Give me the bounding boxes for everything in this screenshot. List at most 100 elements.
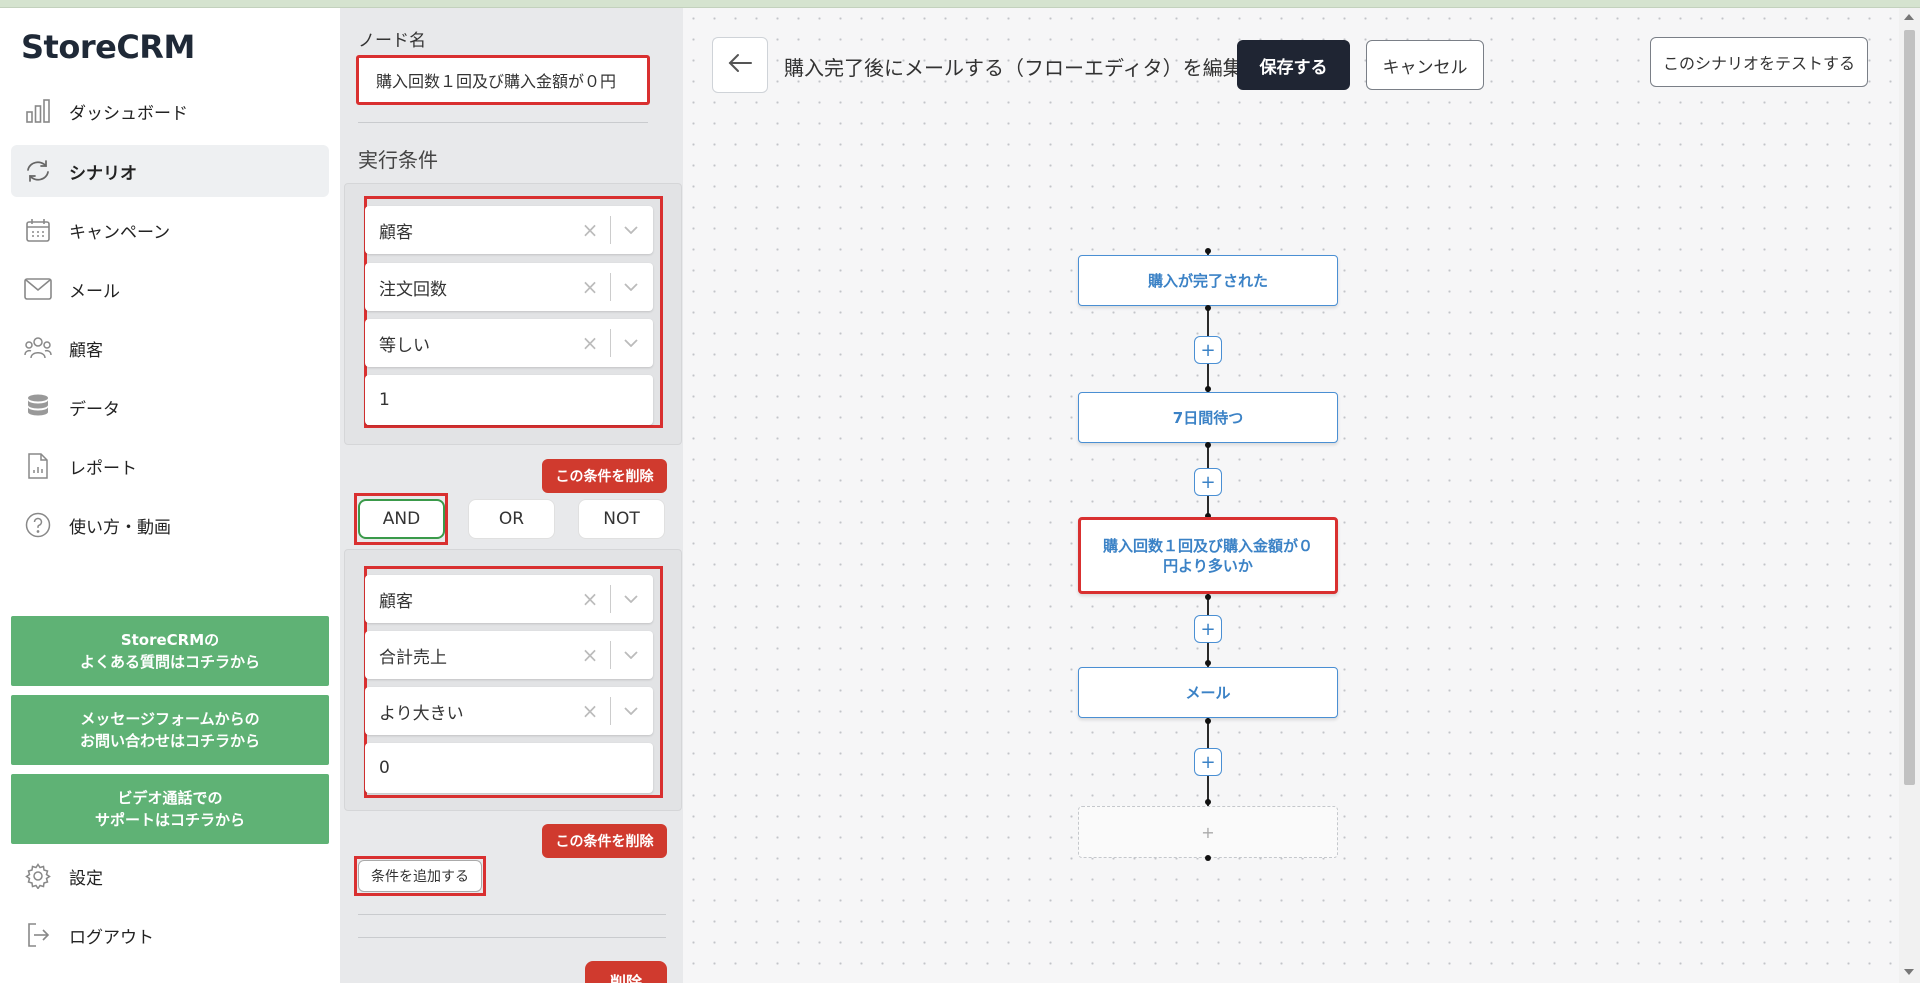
back-button[interactable] — [712, 37, 768, 93]
arrow-left-icon — [727, 53, 753, 77]
flow-node-condition[interactable]: 購入回数１回及び購入金額が０ 円より多いか — [1078, 517, 1338, 594]
add-step-button[interactable]: + — [1194, 748, 1222, 776]
database-icon — [23, 392, 53, 422]
select-value: 注文回数 — [379, 279, 447, 300]
logic-and-button[interactable]: AND — [358, 499, 445, 539]
connector-dot — [1205, 799, 1211, 805]
sidebar-item-label: シナリオ — [69, 163, 137, 184]
connector-dot — [1205, 660, 1211, 666]
logic-not-button[interactable]: NOT — [578, 499, 665, 539]
chevron-down-icon[interactable] — [621, 651, 641, 659]
contact-line2: お問い合わせはコチラから — [79, 732, 260, 750]
test-scenario-button[interactable]: このシナリオをテストする — [1650, 37, 1868, 87]
conditions-title: 実行条件 — [358, 148, 438, 172]
sidebar-item-label: メール — [69, 281, 120, 302]
chevron-down-icon[interactable] — [621, 595, 641, 603]
connector-dot — [1205, 386, 1211, 392]
condition-1-highlight — [364, 196, 663, 428]
add-condition-button[interactable]: 条件を追加する — [358, 860, 482, 892]
connector-dot — [1205, 594, 1211, 600]
faq-link-button[interactable]: StoreCRMの よくある質問はコチラから — [11, 616, 329, 686]
select-separator — [610, 216, 611, 244]
flow-node-wait[interactable]: 7日間待つ — [1078, 392, 1338, 443]
select-separator — [610, 697, 611, 725]
gear-icon — [23, 861, 53, 891]
sidebar-item-campaign[interactable]: キャンペーン — [11, 204, 329, 256]
vertical-scrollbar[interactable] — [1899, 8, 1920, 983]
video-line2: サポートはコチラから — [94, 811, 245, 829]
video-line1: ビデオ通話での — [117, 789, 223, 807]
clear-icon[interactable]: × — [581, 699, 599, 723]
connector-dot — [1205, 305, 1211, 311]
flow-node-mail[interactable]: メール — [1078, 667, 1338, 718]
clear-icon[interactable]: × — [581, 331, 599, 355]
condition-1-operator-select[interactable]: 等しい × — [365, 319, 653, 367]
scroll-up-arrow[interactable] — [1904, 14, 1914, 20]
condition-2-value-input[interactable]: 0 — [365, 743, 653, 793]
select-value: より大きい — [379, 703, 464, 724]
condition-1-field-select[interactable]: 注文回数 × — [365, 263, 653, 311]
connector-dot — [1205, 248, 1211, 254]
sidebar-item-help[interactable]: 使い方・動画 — [11, 499, 329, 551]
select-value: 合計売上 — [379, 647, 447, 668]
sidebar-item-label: 設定 — [69, 868, 103, 889]
chevron-down-icon[interactable] — [621, 339, 641, 347]
editor-title: 購入完了後にメールする（フローエディタ）を編集中 — [784, 56, 1263, 80]
node-label-line1: 購入回数１回及び購入金額が０ — [1102, 536, 1313, 555]
flow-node-trigger[interactable]: 購入が完了された — [1078, 255, 1338, 306]
video-support-button[interactable]: ビデオ通話での サポートはコチラから — [11, 774, 329, 844]
condition-1-value-input[interactable]: 1 — [365, 375, 653, 425]
sidebar-item-dashboard[interactable]: ダッシュボード — [11, 85, 329, 137]
scroll-thumb[interactable] — [1904, 30, 1915, 785]
sidebar-item-settings[interactable]: 設定 — [11, 850, 329, 902]
node-name-input[interactable]: 購入回数１回及び購入金額が０円 — [356, 55, 650, 105]
chevron-down-icon[interactable] — [621, 283, 641, 291]
mail-icon — [23, 274, 53, 304]
chevron-down-icon[interactable] — [621, 226, 641, 234]
chevron-down-icon[interactable] — [621, 707, 641, 715]
add-step-button[interactable]: + — [1194, 336, 1222, 364]
logic-or-button[interactable]: OR — [468, 499, 555, 539]
faq-line1: StoreCRMの — [120, 631, 220, 649]
condition-2-field-select[interactable]: 合計売上 × — [365, 631, 653, 679]
app-logo: StoreCRM — [21, 28, 195, 66]
connector-dot — [1205, 513, 1211, 519]
delete-condition-2-button[interactable]: この条件を削除 — [542, 824, 667, 858]
select-value: 等しい — [379, 335, 430, 356]
report-icon — [23, 451, 53, 481]
add-step-button[interactable]: + — [1194, 468, 1222, 496]
clear-icon[interactable]: × — [581, 643, 599, 667]
sidebar-item-report[interactable]: レポート — [11, 440, 329, 492]
add-step-button[interactable]: + — [1194, 615, 1222, 643]
sidebar-item-scenario[interactable]: シナリオ — [11, 145, 329, 197]
clear-icon[interactable]: × — [581, 587, 599, 611]
node-label: メール — [1185, 683, 1231, 702]
condition-1-target-select[interactable]: 顧客 × — [365, 206, 653, 254]
sidebar-item-logout[interactable]: ログアウト — [11, 909, 329, 961]
sidebar-item-mail[interactable]: メール — [11, 263, 329, 315]
calendar-icon — [23, 215, 53, 245]
cancel-button[interactable]: キャンセル — [1366, 40, 1484, 90]
delete-condition-1-button[interactable]: この条件を削除 — [542, 459, 667, 493]
divider — [358, 914, 666, 915]
select-separator — [610, 641, 611, 669]
help-icon — [23, 510, 53, 540]
delete-node-button[interactable]: 削除 — [585, 961, 667, 983]
select-value: 顧客 — [379, 591, 413, 612]
node-label-line2: 円より多いか — [1163, 556, 1253, 575]
select-separator — [610, 585, 611, 613]
sidebar-item-data[interactable]: データ — [11, 381, 329, 433]
contact-form-button[interactable]: メッセージフォームからの お問い合わせはコチラから — [11, 695, 329, 765]
select-separator — [610, 273, 611, 301]
sidebar-item-customers[interactable]: 顧客 — [11, 322, 329, 374]
clear-icon[interactable]: × — [581, 218, 599, 242]
scroll-down-arrow[interactable] — [1904, 969, 1914, 975]
connector-dot — [1205, 442, 1211, 448]
condition-2-target-select[interactable]: 顧客 × — [365, 575, 653, 623]
save-button[interactable]: 保存する — [1237, 40, 1350, 90]
and-highlight — [354, 493, 448, 545]
clear-icon[interactable]: × — [581, 275, 599, 299]
connector-dot — [1205, 855, 1211, 861]
empty-node-placeholder[interactable]: + — [1078, 806, 1338, 858]
condition-2-operator-select[interactable]: より大きい × — [365, 687, 653, 735]
